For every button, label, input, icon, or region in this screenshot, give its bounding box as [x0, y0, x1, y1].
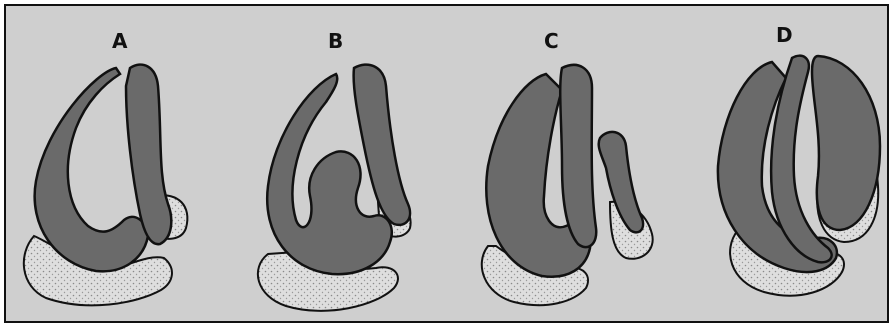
tooth-germ-inner-c — [560, 65, 596, 247]
panel-c: C — [482, 29, 653, 305]
tooth-germ-right-d — [812, 56, 880, 230]
panel-label-a: A — [112, 29, 128, 53]
panel-label-b: B — [328, 29, 343, 53]
successional-bud-c — [599, 132, 643, 232]
panel-label-c: C — [544, 29, 559, 53]
figure-frame: A B C D — [4, 4, 889, 323]
panel-b: B — [258, 29, 411, 311]
panel-label-d: D — [776, 23, 793, 47]
panel-a: A — [24, 29, 188, 305]
tooth-development-diagram: A B C D — [6, 6, 887, 321]
panel-d: D — [718, 23, 880, 296]
tooth-germ-inner-b — [354, 65, 410, 225]
